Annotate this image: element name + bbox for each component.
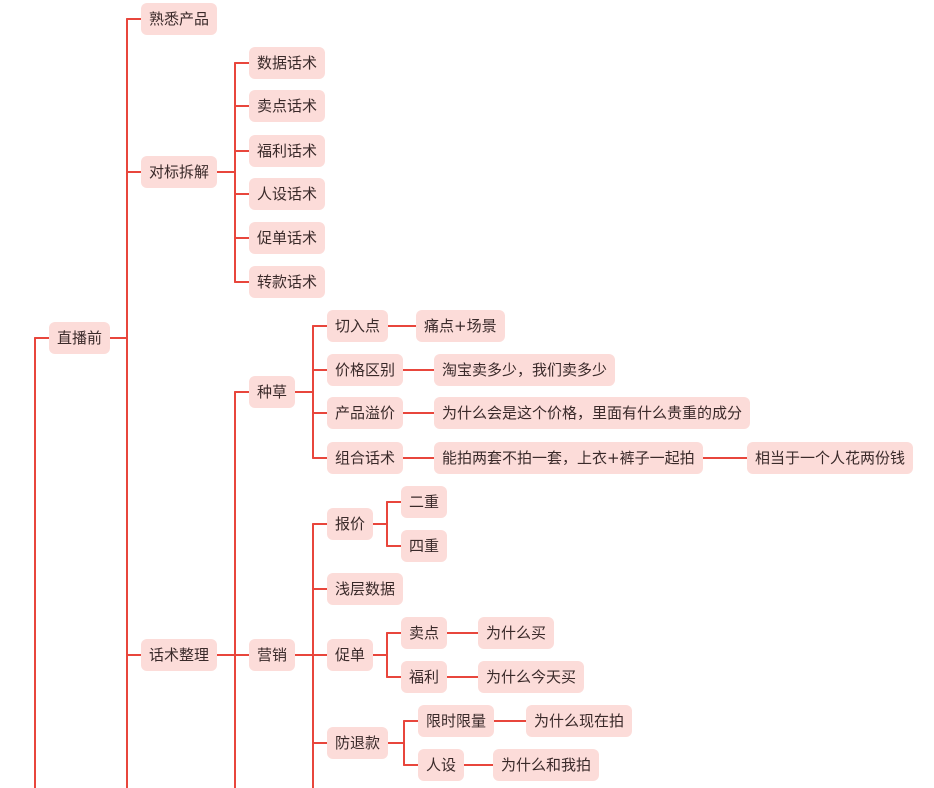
node-premium: 产品溢价 <box>327 397 404 429</box>
node-benchmark: 对标拆解 <box>141 156 218 188</box>
node-seeding: 种草 <box>249 376 296 408</box>
node-marketing: 营销 <box>249 639 296 671</box>
node-combo-script: 组合话术 <box>327 442 404 474</box>
node-script-organize: 话术整理 <box>141 639 218 671</box>
node-welfare: 福利 <box>401 661 448 693</box>
node-taobao-price: 淘宝卖多少，我们卖多少 <box>434 354 616 386</box>
node-selling-script: 卖点话术 <box>249 90 326 122</box>
node-root: 直播前 <box>49 322 111 354</box>
node-pain-scene: 痛点+场景 <box>416 310 505 342</box>
node-combo-detail: 能拍两套不拍一套，上衣+裤子一起拍 <box>434 442 703 474</box>
node-urge-script: 促单话术 <box>249 222 326 254</box>
node-why-now: 为什么现在拍 <box>526 705 633 737</box>
node-urge: 促单 <box>327 639 374 671</box>
node-shallow-data: 浅层数据 <box>327 573 404 605</box>
node-entry-point: 切入点 <box>327 310 389 342</box>
node-double: 二重 <box>401 486 448 518</box>
node-persona-script: 人设话术 <box>249 178 326 210</box>
node-anti-refund: 防退款 <box>327 727 389 759</box>
node-why-price: 为什么会是这个价格，里面有什么贵重的成分 <box>434 397 751 429</box>
node-quote: 报价 <box>327 508 374 540</box>
node-limited: 限时限量 <box>418 705 495 737</box>
node-why-today: 为什么今天买 <box>478 661 585 693</box>
node-quadruple: 四重 <box>401 530 448 562</box>
node-selling-point: 卖点 <box>401 617 448 649</box>
node-switch-script: 转款话术 <box>249 266 326 298</box>
node-familiar-product: 熟悉产品 <box>141 3 218 35</box>
node-combo-equiv: 相当于一个人花两份钱 <box>747 442 914 474</box>
node-why-buy: 为什么买 <box>478 617 555 649</box>
node-persona: 人设 <box>418 749 465 781</box>
node-price-diff: 价格区别 <box>327 354 404 386</box>
node-welfare-script: 福利话术 <box>249 135 326 167</box>
node-data-script: 数据话术 <box>249 47 326 79</box>
node-why-me: 为什么和我拍 <box>493 749 600 781</box>
